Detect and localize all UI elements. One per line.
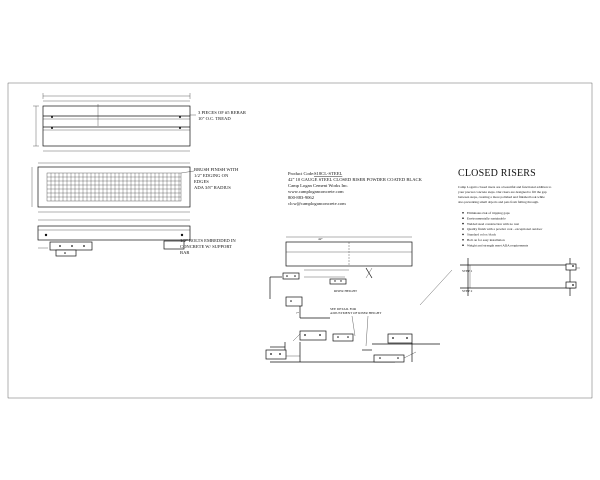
bullet-dot <box>462 212 464 214</box>
intro-line: also preventing small objects and pets f… <box>458 200 539 204</box>
tread-plan-view <box>33 93 196 152</box>
finish-note-1: BRUSH FINISH WITH <box>194 167 239 172</box>
company-website: www.camploganconcrete.com <box>288 189 344 194</box>
tread-top-outline <box>37 166 191 208</box>
product-description: 42" 10 GAUGE STEEL CLOSED RISER POWDER C… <box>288 177 423 182</box>
tread-elevation-outline <box>37 225 191 241</box>
tread-top-view <box>31 162 195 213</box>
feature-item: Standard color: black <box>467 233 496 237</box>
tread-outline <box>42 105 191 147</box>
brush-finish-grid <box>46 172 182 202</box>
riser-bracket-detail <box>282 272 300 280</box>
feature-item: Welded steel construction with no rust <box>467 222 519 226</box>
step-assembly-right <box>362 333 440 363</box>
rebar-note-2: 10" O.C. TREAD <box>198 116 231 121</box>
bracket-plate-1 <box>299 330 327 341</box>
riser-width-dim: 42" <box>318 237 323 241</box>
company-phone: 800-883-9062 <box>288 195 315 200</box>
intro-line: Camp Logan's closed risers are a beautif… <box>458 185 552 189</box>
bolt-note-3: BAR <box>180 250 190 255</box>
closed-risers-intro: Camp Logan's closed risers are a beautif… <box>458 185 552 204</box>
riser-elevation-view: 42" RISER HEIGHT 11" <box>269 236 413 303</box>
bracket-plate-2 <box>265 349 287 360</box>
sheet-border <box>7 82 593 399</box>
step-height-dim: 7" <box>296 311 300 315</box>
bullet-dot <box>462 244 464 246</box>
detail-leader <box>419 269 453 306</box>
feature-item: Bolt on for easy installation <box>467 238 505 242</box>
bullet-dot <box>462 222 464 225</box>
riser-connection-detail: 7" <box>285 296 330 319</box>
tread-elevation-view <box>37 219 191 257</box>
bullet-dot <box>462 228 464 230</box>
finish-note-2: 1/2" EDGING ON <box>194 173 229 178</box>
product-code-value: S18CL-STEEL <box>314 171 343 176</box>
step-2-label: STEP 2 <box>462 289 473 293</box>
closed-risers-features: Eliminates risk of tripping gapsEnvironm… <box>462 211 543 247</box>
feature-item: Environmentally sustainable <box>467 216 506 220</box>
feature-item: Quality finish with a powder coat - exce… <box>467 227 543 231</box>
bullet-dot <box>462 217 464 219</box>
support-bar-right <box>163 240 185 250</box>
bracket-plate-4 <box>373 354 405 363</box>
bolt-note-2: CONCRETE W/ SUPPORT <box>180 244 232 249</box>
section-note-2: ADJUSTMENT OF RISER HEIGHT <box>330 311 382 315</box>
intro-line: between steps, creating a more polished … <box>458 195 545 200</box>
feature-item: Eliminates risk of tripping gaps <box>467 211 510 215</box>
intro-line: your precast concrete steps. Our risers … <box>458 190 547 194</box>
bullet-dot <box>462 233 464 236</box>
step-1-label: STEP 1 <box>462 269 473 273</box>
company-name: Camp Logan Cement Works Inc. <box>288 183 348 188</box>
product-code-label: Product Code: <box>288 171 314 176</box>
company-email: clcw@camploganconcrete.com <box>288 201 346 206</box>
closed-risers-title: CLOSED RISERS <box>458 168 536 179</box>
section-note-1: SEE DETAIL FOR <box>330 307 357 311</box>
riser-side-view: STEP 1 STEP 2 <box>460 258 580 296</box>
riser-height-label: RISER HEIGHT <box>334 289 358 293</box>
feature-item: Weight and strength meet ADA requirement… <box>467 243 529 247</box>
support-bar-left <box>49 241 93 251</box>
bullet-dot <box>462 239 464 241</box>
finish-note-4: ADA 3/8" RADIUS <box>194 185 231 190</box>
finish-note-3: EDGES <box>194 179 209 184</box>
bolt-note-1: 1/2" BOLTS EMBEDDED IN <box>180 238 236 243</box>
rebar-note-1: 3 PIECES OF #5 REBAR <box>198 110 247 115</box>
bracket-plate-3 <box>387 333 413 344</box>
